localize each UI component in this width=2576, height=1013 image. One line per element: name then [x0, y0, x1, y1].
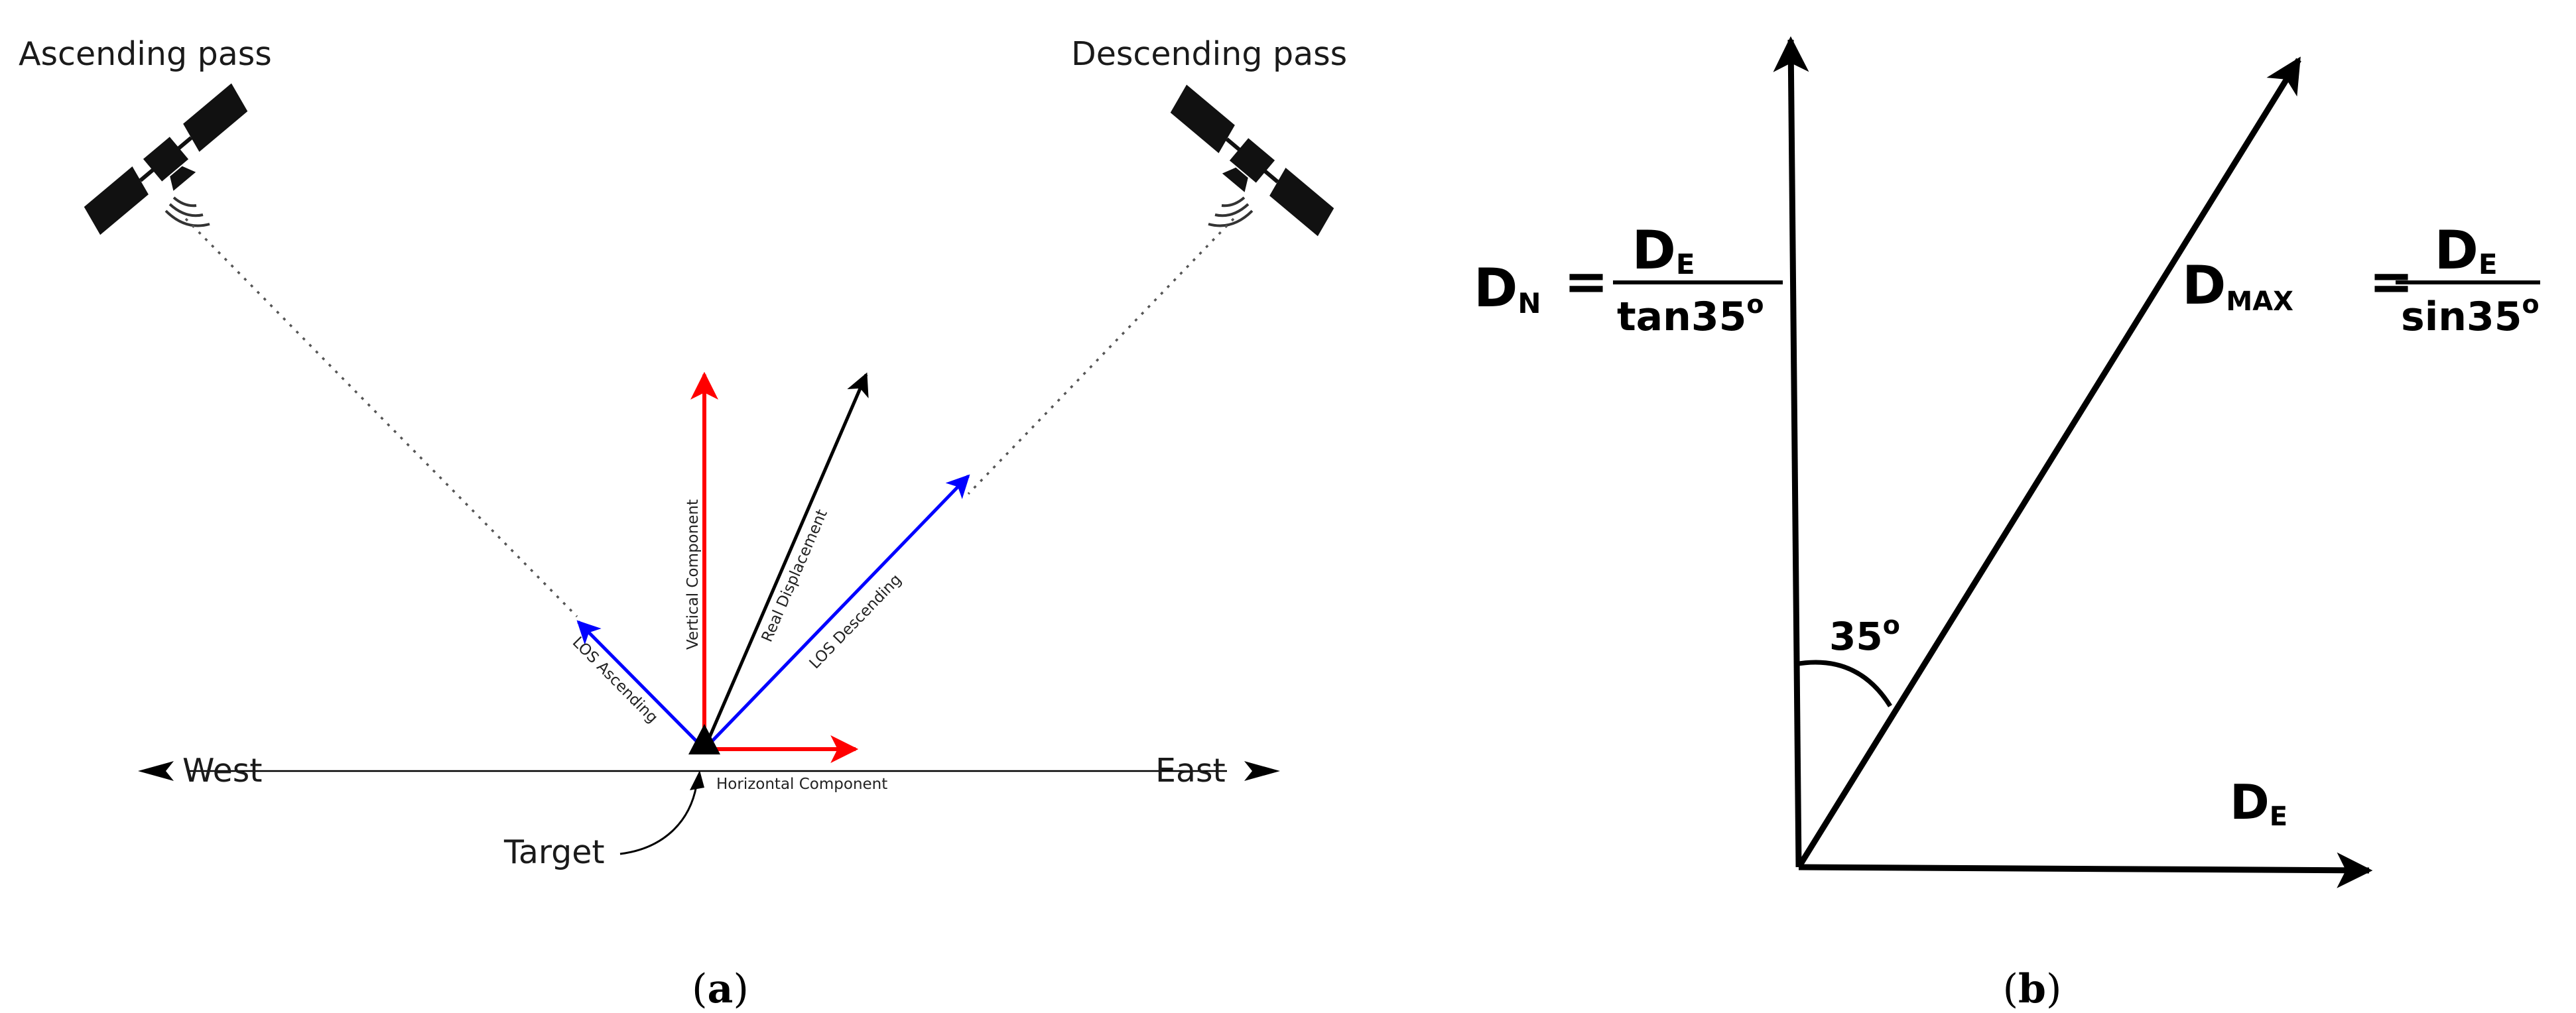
angle-arc	[1794, 660, 1892, 707]
west-arrowhead	[138, 761, 174, 781]
los-descending-arrow	[703, 474, 970, 750]
target-pointer-arrowhead	[690, 770, 704, 790]
east-arrowhead	[1244, 761, 1280, 781]
target-pointer-line	[619, 785, 698, 855]
horizontal-component-label: Horizontal Component	[716, 776, 887, 793]
ascending-los-dotted-line	[184, 217, 578, 618]
dmax-arrow	[1796, 56, 2301, 869]
los-ascending-arrow	[576, 620, 706, 750]
descending-los-dotted-line	[967, 217, 1235, 495]
dn-numerator: DE	[1632, 219, 1695, 281]
west-label: West	[182, 752, 262, 790]
target-marker	[688, 724, 720, 754]
dn-arrow	[1773, 36, 1809, 868]
dmax-numerator: DE	[2434, 219, 2497, 281]
de-arrow	[1798, 852, 2373, 888]
de-label: DE	[2230, 774, 2287, 832]
ascending-pass-label: Ascending pass	[19, 35, 272, 73]
los-ascending-label: LOS Ascending	[569, 634, 661, 727]
dn-equals: =	[1564, 251, 1608, 312]
caption-b: (b)	[2003, 966, 2062, 1012]
real-displacement-arrow	[702, 372, 869, 750]
target-label: Target	[503, 833, 605, 871]
angle-label: 35o	[1829, 611, 1900, 659]
east-label: East	[1155, 752, 1226, 790]
panel-b: 35o DN = DE tan35o DMAX = DE sin35o DE (…	[1474, 36, 2540, 1012]
descending-pass-label: Descending pass	[1071, 35, 1347, 73]
satellite-icon	[1170, 84, 1334, 237]
signal-waves-icon	[1208, 196, 1254, 227]
dmax-symbol: DMAX	[2182, 255, 2293, 317]
dn-denominator: tan35o	[1617, 290, 1764, 340]
dmax-denominator: sin35o	[2401, 290, 2540, 340]
satellite-icon	[84, 83, 248, 235]
vertical-component-label: Vertical Component	[684, 499, 702, 650]
los-descending-label: LOS Descending	[806, 571, 905, 672]
signal-waves-icon	[164, 196, 210, 227]
panel-a: Ascending pass Descending pass	[19, 35, 1347, 1012]
caption-a: (a)	[692, 966, 749, 1012]
dn-symbol: DN	[1474, 257, 1541, 320]
real-displacement-label: Real Displacement	[759, 507, 831, 645]
